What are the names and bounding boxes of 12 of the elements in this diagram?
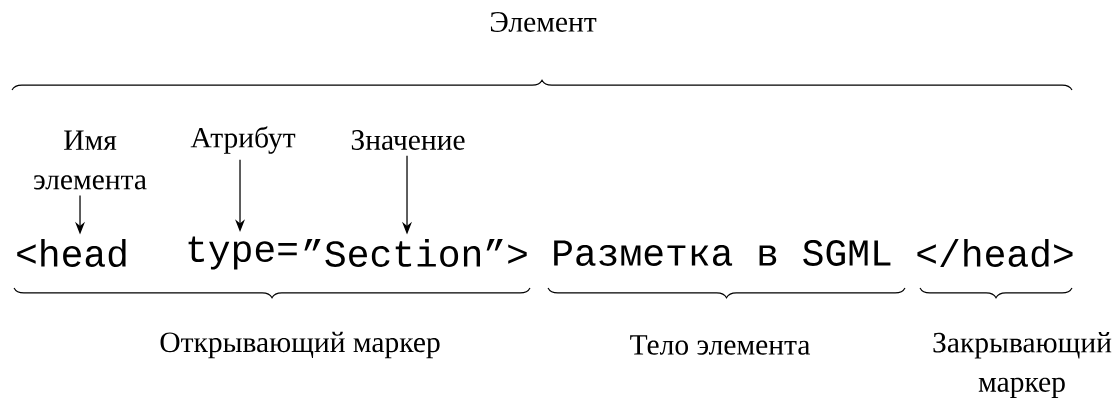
- code-text: type=: [188, 236, 297, 270]
- code-text: </head>: [917, 239, 1073, 267]
- brace-label: Элемент: [490, 12, 597, 32]
- label-text: Атрибут: [190, 126, 296, 154]
- brace-label: Открывающий маркер: [160, 331, 440, 359]
- label-text: Значение: [351, 130, 465, 150]
- code-text: <head: [17, 239, 126, 267]
- brace-label: Тело элемента: [630, 335, 810, 355]
- label-text: Имя элемента: [34, 130, 147, 190]
- code-text: ”Section”>: [304, 239, 527, 267]
- brace-label: Закрывающий маркер: [933, 332, 1112, 398]
- code-text: Разметка в SGML: [554, 240, 891, 266]
